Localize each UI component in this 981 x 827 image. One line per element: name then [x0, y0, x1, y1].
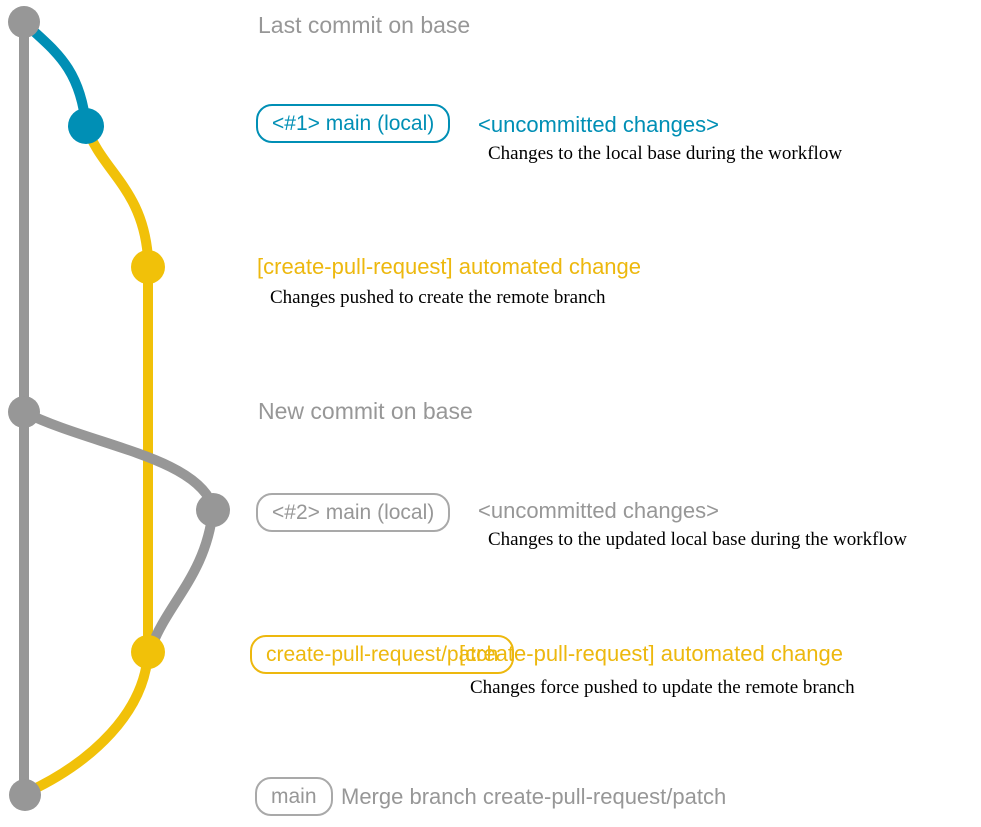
- note-updated-local-base-changes: Changes to the updated local base during…: [488, 529, 907, 550]
- new-commit-label: New commit on base: [258, 398, 473, 424]
- uncommitted-changes-label-2: <uncommitted changes>: [478, 498, 719, 523]
- commit-dot-main-local-1: [68, 108, 104, 144]
- merge-branch-label: Merge branch create-pull-request/patch: [341, 784, 727, 809]
- commit-dot-force-pushed: [131, 635, 165, 669]
- main-local-branch-line: [19, 17, 91, 131]
- rebased-branch-line-lower: [146, 505, 218, 653]
- badge-main-local-2: <#2> main (local): [256, 493, 451, 533]
- commit-dot-last-commit-on-base: [8, 6, 40, 38]
- uncommitted-changes-label-1: <uncommitted changes>: [478, 112, 719, 137]
- rebased-branch-line-upper: [19, 407, 217, 509]
- note-pushed-create-branch: Changes pushed to create the remote bran…: [270, 287, 606, 308]
- commit-dot-new-commit-on-base: [8, 396, 40, 428]
- badge-main: main: [255, 777, 333, 817]
- badge-patch-branch: create-pull-request/patch: [250, 635, 515, 675]
- automated-change-label-2: [create-pull-request] automated change: [459, 641, 844, 666]
- commit-dot-automated-change: [131, 250, 165, 284]
- patch-branch-line: [23, 121, 153, 797]
- automated-change-label-1: [create-pull-request] automated change: [257, 254, 642, 279]
- commit-dot-main-local-2: [196, 493, 230, 527]
- last-commit-label: Last commit on base: [258, 12, 471, 38]
- commit-dot-merge: [9, 779, 41, 811]
- note-local-base-changes: Changes to the local base during the wor…: [488, 143, 843, 164]
- note-force-pushed-update-branch: Changes force pushed to update the remot…: [470, 677, 855, 698]
- badge-main-local-1: <#1> main (local): [256, 104, 451, 144]
